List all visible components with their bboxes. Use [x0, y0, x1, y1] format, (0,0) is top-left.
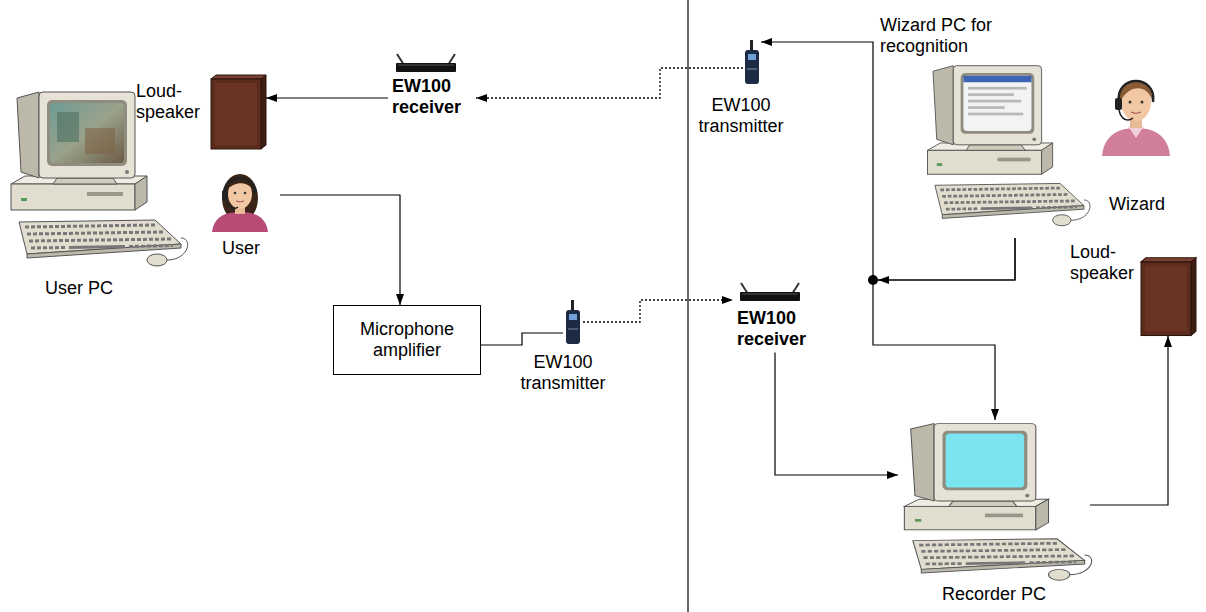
signal-wire — [481, 333, 563, 345]
device-label: EW100 receiver — [737, 308, 817, 349]
device-label: Wizard — [1098, 194, 1176, 215]
computer: Wizard PC for recognition — [922, 62, 1088, 238]
device-label: Loud- speaker — [136, 81, 206, 122]
person: Wizard — [1098, 66, 1180, 218]
receiver: EW100 receiver — [388, 52, 476, 120]
radio-link — [583, 300, 733, 322]
signal-wire — [761, 42, 1015, 280]
signal-wire — [1090, 336, 1168, 505]
transmitter-icon — [745, 40, 759, 84]
device-label: User PC — [45, 278, 155, 299]
loudspeaker: Loud- speaker — [1140, 256, 1196, 336]
device-label: Recorder PC — [938, 584, 1050, 605]
signal-wire — [266, 97, 388, 98]
device-label: EW100 transmitter — [516, 352, 610, 393]
amplifier-box: Microphone amplifier — [333, 305, 481, 375]
receiver-icon — [740, 283, 800, 301]
user-figure — [212, 174, 268, 232]
wizard-pc-icon — [928, 66, 1091, 226]
loudspeaker-icon — [211, 75, 266, 149]
signal-wire — [775, 352, 898, 475]
transmitter-icon — [566, 300, 580, 344]
person: User — [206, 170, 280, 262]
receiver: EW100 receiver — [733, 282, 821, 352]
transmitter: EW100 transmitter — [563, 298, 583, 346]
radio-link — [476, 68, 743, 98]
loudspeaker: Loud- speaker — [210, 75, 266, 151]
device-label: User — [206, 238, 276, 259]
transmitter: EW100 transmitter — [743, 38, 761, 88]
computer: Recorder PC — [898, 420, 1090, 582]
signal-wire — [280, 195, 400, 305]
divider-line — [687, 0, 688, 612]
device-label: Loud- speaker — [1070, 242, 1138, 283]
wizard-figure — [1102, 81, 1170, 156]
device-label: EW100 transmitter — [694, 95, 788, 136]
receiver-icon — [396, 54, 456, 72]
device-label: EW100 receiver — [392, 76, 472, 117]
device-label: Wizard PC for recognition — [880, 15, 1010, 56]
loudspeaker-icon — [1141, 258, 1196, 336]
device-label: Microphone amplifier — [341, 319, 473, 360]
signal-wire — [873, 238, 1015, 420]
recorder-pc-icon — [904, 424, 1091, 581]
